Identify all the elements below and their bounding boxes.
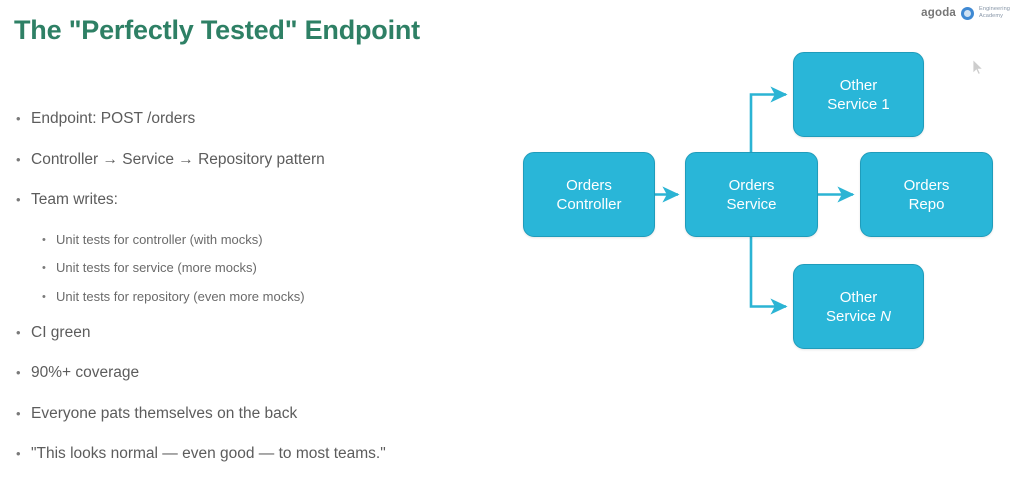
node-label-line1: Other bbox=[839, 288, 878, 306]
logo-subtitle-line1: Engineering bbox=[979, 6, 1010, 12]
list-item: • Controller → Service → Repository patt… bbox=[14, 151, 484, 169]
node-label-line2: Service N bbox=[826, 307, 891, 326]
list-item-label: Controller → Service → Repository patter… bbox=[31, 150, 325, 168]
logo-wordmark: agoda bbox=[921, 7, 957, 19]
sub-list-item: • Unit tests for service (more mocks) bbox=[14, 260, 484, 276]
node-label-line1: Orders bbox=[728, 176, 775, 194]
node-label-line2: Controller bbox=[556, 195, 622, 213]
bullet-icon: • bbox=[16, 111, 21, 126]
list-item-label: Team writes: bbox=[31, 191, 118, 208]
list-item: • Endpoint: POST /orders bbox=[14, 110, 484, 128]
bullet-icon: • bbox=[16, 365, 21, 380]
list-item-label: 90%+ coverage bbox=[31, 364, 140, 381]
node-label-line2: Repo bbox=[908, 195, 945, 213]
brand-logo: agoda Engineering Academy bbox=[921, 6, 1010, 20]
diagram-node-orders-service[interactable]: Orders Service bbox=[685, 152, 818, 237]
list-item-label: Everyone pats themselves on the back bbox=[31, 404, 298, 422]
list-item: • 90%+ coverage bbox=[14, 364, 484, 382]
agoda-circle-icon bbox=[961, 6, 975, 20]
list-item-label: Endpoint: POST /orders bbox=[31, 110, 196, 127]
list-item: • Team writes: bbox=[14, 191, 484, 209]
bullet-icon: • bbox=[42, 290, 46, 303]
node-label-line2: Service 1 bbox=[827, 95, 890, 113]
list-item: • Everyone pats themselves on the back bbox=[14, 405, 484, 423]
bullet-icon: • bbox=[16, 151, 21, 167]
diagram-node-orders-controller[interactable]: Orders Controller bbox=[523, 152, 655, 237]
bullet-icon: • bbox=[42, 233, 46, 246]
sub-list-item-label: Unit tests for repository (even more moc… bbox=[56, 288, 305, 304]
logo-subtitle: Engineering Academy bbox=[979, 6, 1010, 20]
bullet-icon: • bbox=[16, 324, 21, 340]
bullet-icon: • bbox=[16, 405, 21, 421]
node-label-line1: Orders bbox=[566, 176, 612, 194]
sub-list-item-label: Unit tests for controller (with mocks) bbox=[56, 231, 263, 247]
node-label-line2: Service bbox=[726, 195, 777, 213]
edge-service-to-other-service-1 bbox=[749, 86, 788, 152]
list-item-label: CI green bbox=[31, 323, 91, 341]
bullet-icon: • bbox=[16, 192, 21, 207]
diagram-node-other-service-n[interactable]: Other Service N bbox=[793, 264, 924, 349]
edge-service-to-other-service-n bbox=[749, 237, 788, 315]
bullet-icon: • bbox=[16, 446, 21, 461]
logo-subtitle-line2: Academy bbox=[979, 13, 1004, 19]
list-item-label: "This looks normal — even good — to most… bbox=[31, 445, 386, 462]
list-item: • "This looks normal — even good — to mo… bbox=[14, 445, 484, 463]
sub-list-item: • Unit tests for controller (with mocks) bbox=[14, 232, 484, 248]
sub-list-item: • Unit tests for repository (even more m… bbox=[14, 289, 484, 305]
bullet-list: • Endpoint: POST /orders • Controller → … bbox=[14, 110, 484, 486]
node-label-prefix: Service bbox=[825, 307, 881, 325]
page-title: The "Perfectly Tested" Endpoint bbox=[14, 15, 420, 45]
diagram-node-orders-repo[interactable]: Orders Repo bbox=[860, 152, 993, 237]
diagram-node-other-service-1[interactable]: Other Service 1 bbox=[793, 52, 924, 137]
list-item: • CI green bbox=[14, 324, 484, 342]
sub-list-item-label: Unit tests for service (more mocks) bbox=[56, 260, 257, 275]
node-label-line1: Orders bbox=[903, 176, 950, 194]
node-label-line1: Other bbox=[839, 76, 878, 94]
node-label-italic: N bbox=[880, 307, 892, 325]
bullet-icon: • bbox=[42, 262, 46, 274]
mouse-pointer-icon bbox=[972, 59, 984, 75]
